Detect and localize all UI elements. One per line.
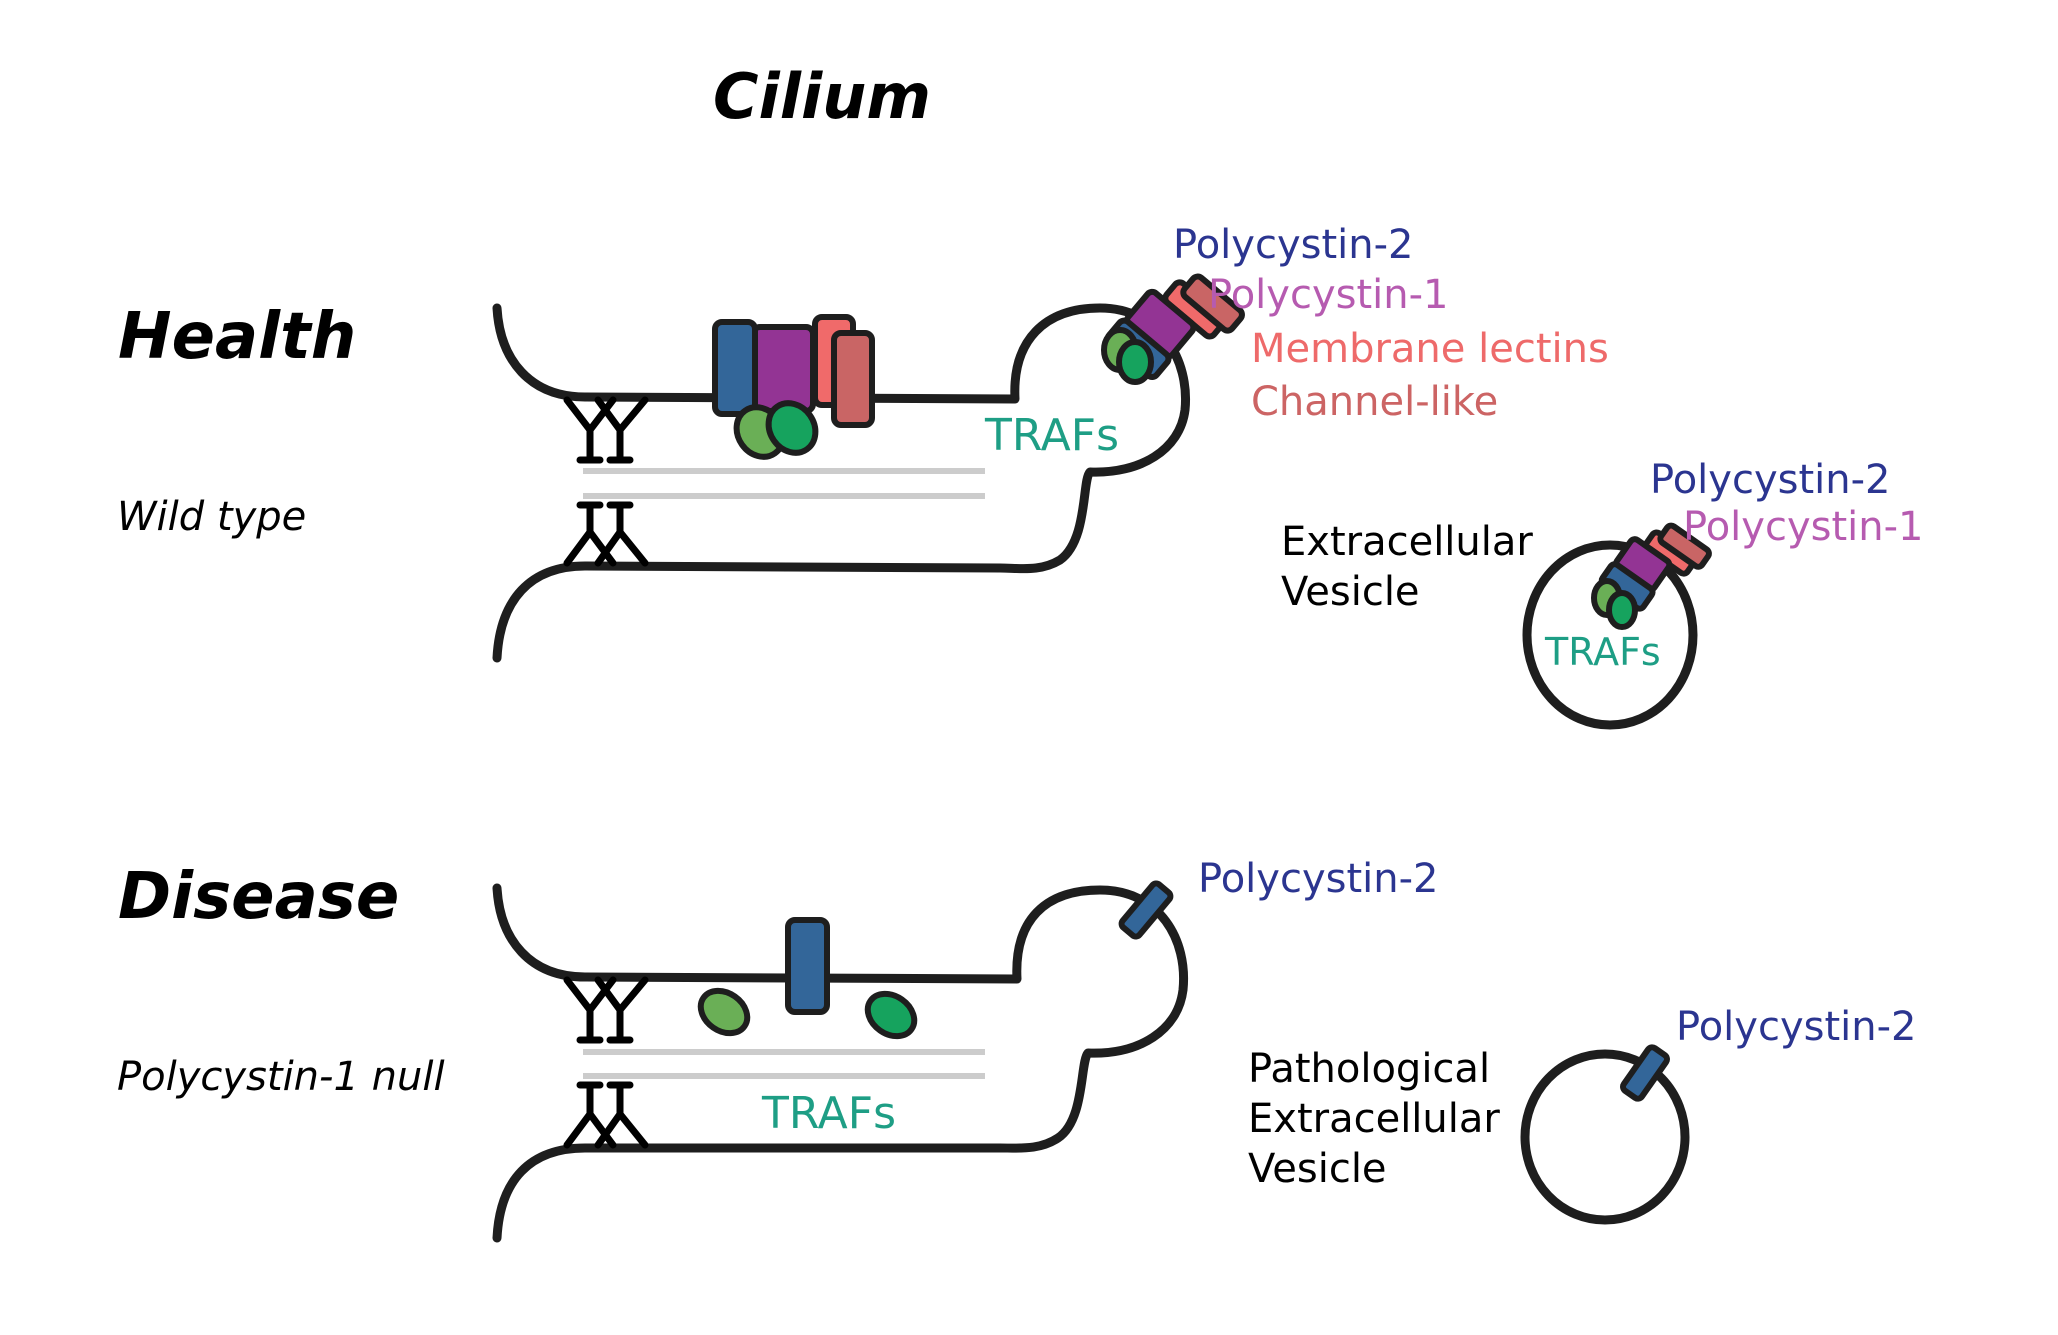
traf-dark <box>1116 339 1154 385</box>
vesicle-label-line1: Pathological <box>1248 1046 1490 1092</box>
trafs-label: TRAFs <box>761 1088 896 1139</box>
vesicle-label-polycystin-2: Polycystin-2 <box>1650 457 1891 503</box>
traf-dark <box>765 400 819 456</box>
vesicle-membrane <box>1522 540 1698 730</box>
disease-heading: Disease <box>118 860 399 934</box>
extracellular-vesicle: TRAFs <box>1522 522 1712 730</box>
channel-like-protein <box>831 330 875 428</box>
vesicle-label-line3: Vesicle <box>1248 1146 1387 1192</box>
vesicle-label-polycystin-1: Polycystin-1 <box>1683 504 1924 550</box>
basal-body-linker-upper <box>563 396 649 464</box>
pathological-extracellular-vesicle <box>1520 1044 1690 1225</box>
basal-body-linker-upper <box>563 976 649 1044</box>
diagram-title: Cilium <box>713 60 931 133</box>
vesicle-membrane <box>1520 1049 1690 1225</box>
basal-body-linker-lower <box>563 501 649 567</box>
vesicle-label-line1: Extracellular <box>1281 519 1533 565</box>
cilium-membrane-upper <box>492 303 1191 663</box>
label-channel-like: Channel-like <box>1251 379 1498 425</box>
label-polycystin-2: Polycystin-2 <box>1198 856 1439 902</box>
label-polycystin-2: Polycystin-2 <box>1173 222 1414 268</box>
basal-body-linker-lower <box>563 1081 649 1149</box>
polycystin-2-protein <box>1620 1044 1670 1102</box>
cilium-membrane-disease <box>492 883 1189 1243</box>
traf-dark <box>864 990 918 1040</box>
label-membrane-lectins: Membrane lectins <box>1251 326 1609 372</box>
health-heading: Health <box>118 300 356 374</box>
disease-condition-label: Polycystin-1 null <box>117 1054 445 1100</box>
trafs-label: TRAFs <box>984 410 1119 461</box>
polycystin-2-protein-bulb <box>1118 880 1174 940</box>
channel-like-protein <box>1180 273 1245 334</box>
vesicle-label-line2: Vesicle <box>1281 569 1420 615</box>
traf-dark <box>1606 590 1638 630</box>
channel-like-protein <box>1657 522 1712 570</box>
polycystin-2-protein <box>712 319 758 417</box>
health-section: Health Wild type TRAFs <box>117 222 1924 730</box>
traf-light <box>697 987 751 1037</box>
vesicle-label-line2: Extracellular <box>1248 1096 1500 1142</box>
polycystin-1-protein <box>750 324 816 414</box>
vesicle-trafs-label: TRAFs <box>1544 630 1661 674</box>
health-condition-label: Wild type <box>117 494 306 540</box>
polycystin-complex-membrane <box>712 314 875 460</box>
disease-section: Disease Polycystin-1 null TRAFs Polycyst… <box>117 856 1917 1243</box>
polycystin-2-protein <box>785 917 830 1015</box>
vesicle-label-polycystin-2: Polycystin-2 <box>1676 1004 1917 1050</box>
label-polycystin-1: Polycystin-1 <box>1208 272 1449 318</box>
